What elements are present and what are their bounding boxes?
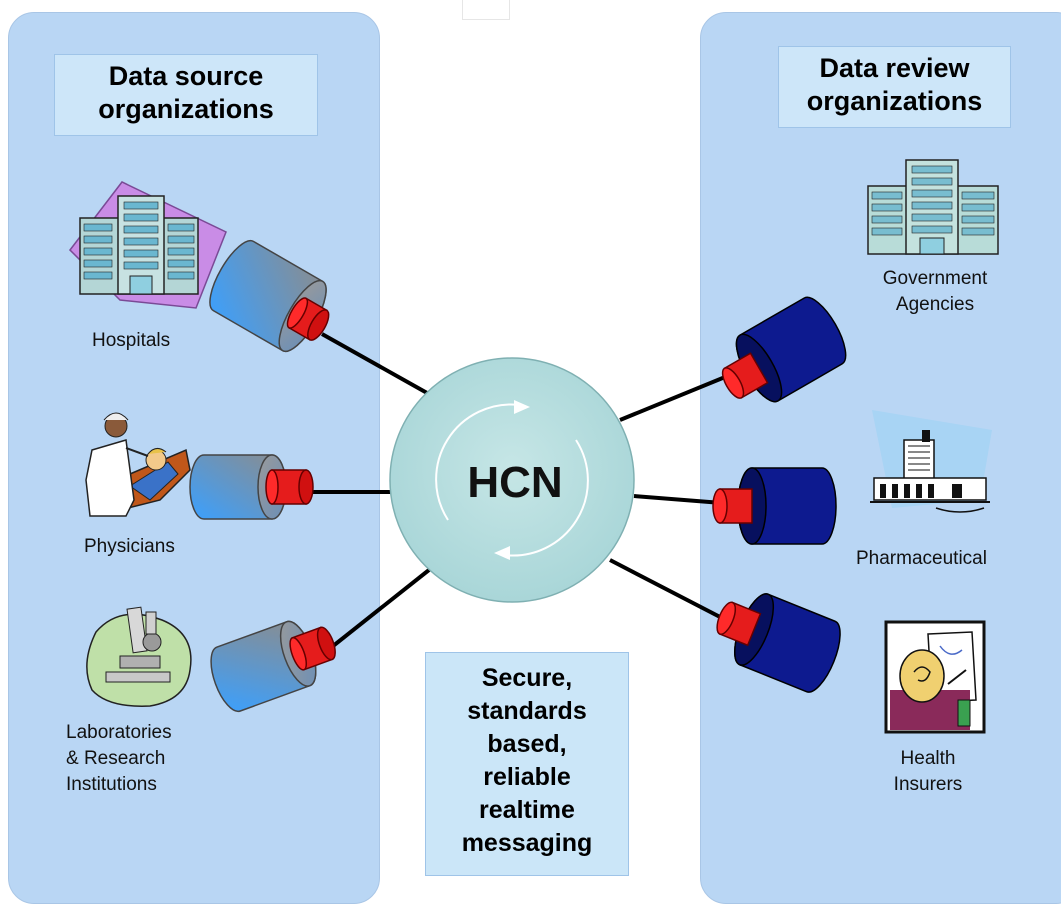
- messaging-line-6: messaging: [461, 829, 593, 857]
- gov-label-line-2: Agencies: [895, 294, 975, 315]
- data-review-title-line-2: organizations: [806, 86, 983, 116]
- insurer-person-icon: [884, 620, 986, 734]
- data-source-title-line-1: Data source: [108, 61, 264, 91]
- labs-label-line-2: & Research: [66, 748, 166, 769]
- physician-dentist-icon: [85, 412, 191, 517]
- data-review-title-line-1: Data review: [819, 53, 970, 83]
- data-source-title: Data source organizations: [54, 54, 318, 136]
- gov-label-line-1: Government: [882, 268, 988, 289]
- messaging-description-box: Secure, standards based, reliable realti…: [425, 652, 629, 876]
- data-review-panel: [700, 12, 1061, 904]
- labs-label-line-3: Institutions: [66, 774, 157, 795]
- connector-physicians: [189, 454, 314, 520]
- pharmaceutical-label: Pharmaceutical: [856, 546, 987, 572]
- messaging-line-5: realtime: [479, 796, 575, 824]
- connection-lines: [310, 332, 731, 652]
- hospitals-label-line-1: Hospitals: [92, 330, 171, 351]
- hcn-hub-label: HCN: [467, 458, 563, 507]
- circular-arrows-icon: [435, 400, 589, 560]
- hospitals-label: Hospitals: [92, 328, 170, 354]
- hcn-hub: [389, 357, 635, 603]
- hospital-building-icon: [69, 181, 227, 309]
- labs-label: Laboratories & Research Institutions: [66, 720, 172, 798]
- connector-pharma: [712, 467, 837, 545]
- line-gov: [619, 373, 731, 422]
- data-source-panel: [8, 12, 380, 904]
- messaging-line-4: reliable: [483, 763, 571, 791]
- pharma-label-line-1: Pharmaceutical: [856, 548, 987, 569]
- connector-insurers: [716, 593, 841, 693]
- pharmaceutical-factory-icon: [870, 410, 992, 513]
- diagram-canvas: [69, 159, 999, 734]
- top-tab: [462, 0, 510, 20]
- physicians-label-line-1: Physicians: [84, 536, 175, 557]
- labs-label-line-1: Laboratories: [66, 722, 172, 743]
- line-labs: [326, 564, 436, 652]
- physicians-label: Physicians: [84, 534, 175, 560]
- messaging-line-2: standards: [467, 697, 587, 725]
- health-insurers-label: Health Insurers: [878, 746, 978, 798]
- data-review-title: Data review organizations: [778, 46, 1011, 128]
- line-hospitals: [321, 332, 437, 400]
- messaging-line-3: based,: [487, 730, 567, 758]
- government-building-icon: [867, 159, 999, 255]
- insurers-label-line-2: Insurers: [893, 774, 963, 795]
- data-source-title-line-2: organizations: [98, 94, 274, 124]
- insurers-label-line-1: Health: [900, 748, 956, 769]
- messaging-line-1: Secure,: [481, 664, 573, 692]
- connector-hospitals: [209, 239, 330, 353]
- line-insurers: [609, 558, 723, 620]
- connector-labs: [210, 620, 336, 713]
- government-agencies-label: Government Agencies: [860, 266, 1010, 318]
- connector-gov: [721, 296, 847, 403]
- line-pharma: [633, 494, 723, 505]
- microscope-icon: [86, 606, 192, 707]
